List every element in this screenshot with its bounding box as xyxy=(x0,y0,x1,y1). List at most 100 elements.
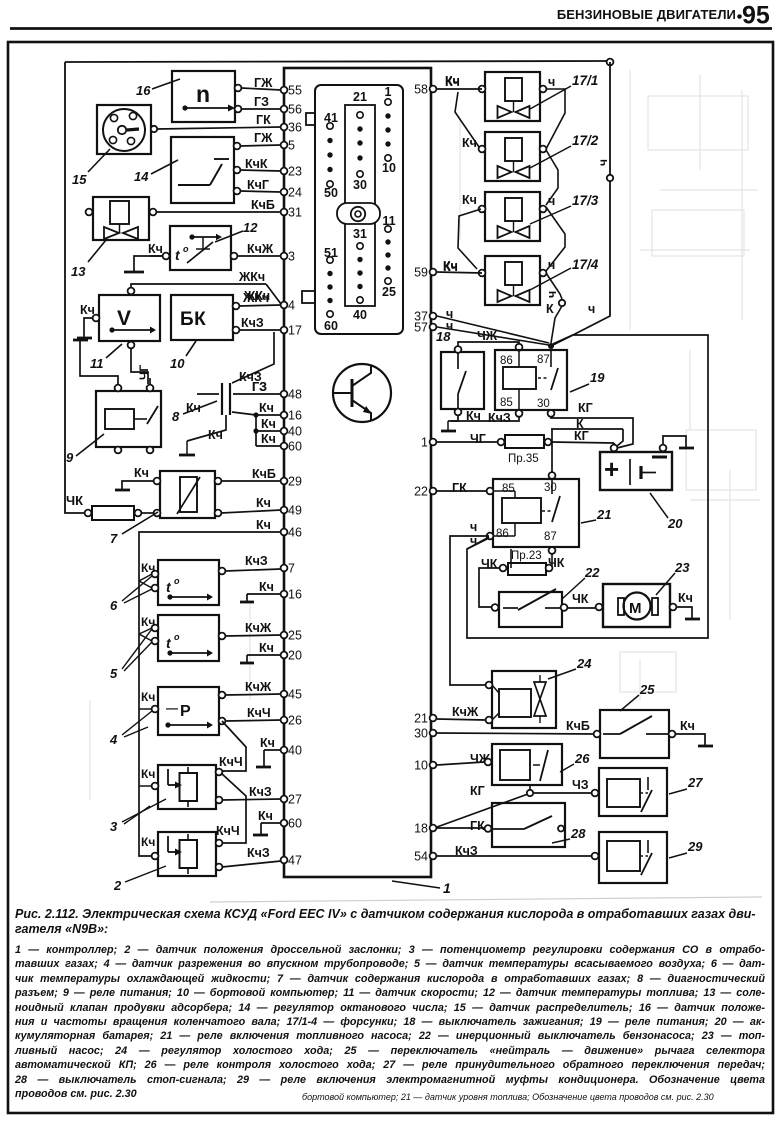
svg-text:Пр.35: Пр.35 xyxy=(508,453,539,465)
svg-text:5: 5 xyxy=(110,666,118,681)
svg-text:Кч: Кч xyxy=(134,466,149,480)
svg-text:23: 23 xyxy=(288,165,302,179)
svg-text:ГЗ: ГЗ xyxy=(252,380,267,394)
svg-text:85: 85 xyxy=(502,483,515,495)
svg-text:1: 1 xyxy=(385,85,392,99)
svg-text:95: 95 xyxy=(742,2,770,30)
svg-text:o: o xyxy=(174,576,180,586)
svg-text:ЧЗ: ЧЗ xyxy=(572,778,589,792)
svg-text:45: 45 xyxy=(288,688,302,702)
svg-text:20: 20 xyxy=(288,649,302,663)
svg-text:28: 28 xyxy=(570,826,586,841)
svg-text:К: К xyxy=(576,417,584,431)
svg-text:25: 25 xyxy=(382,285,396,299)
svg-text:49: 49 xyxy=(288,504,302,518)
svg-text:ч: ч xyxy=(596,159,610,166)
svg-text:24: 24 xyxy=(288,186,302,200)
svg-text:40: 40 xyxy=(288,425,302,439)
svg-text:n: n xyxy=(196,81,210,107)
svg-text:ГК: ГК xyxy=(452,481,467,495)
svg-text:КчЗ: КчЗ xyxy=(239,370,262,384)
svg-text:4: 4 xyxy=(109,732,118,747)
svg-text:Кч: Кч xyxy=(80,303,95,317)
svg-text:Пр.23: Пр.23 xyxy=(511,550,542,562)
svg-text:М: М xyxy=(629,600,642,617)
svg-text:13: 13 xyxy=(71,264,86,279)
svg-text:24: 24 xyxy=(576,656,592,671)
svg-text:ч: ч xyxy=(470,520,477,534)
svg-text:27: 27 xyxy=(687,775,703,790)
svg-text:ЧГ: ЧГ xyxy=(470,432,486,446)
svg-text:15: 15 xyxy=(72,172,87,187)
svg-text:Кч: Кч xyxy=(466,409,481,423)
svg-text:Кч: Кч xyxy=(141,767,155,781)
svg-text:ЖКч: ЖКч xyxy=(243,289,270,303)
svg-text:Кч: Кч xyxy=(256,518,271,532)
svg-text:ГЗ: ГЗ xyxy=(252,380,267,394)
svg-text:КчЖ: КчЖ xyxy=(247,242,274,256)
svg-text:ч: ч xyxy=(548,194,555,208)
svg-text:31: 31 xyxy=(353,227,367,241)
svg-text:КчБ: КчБ xyxy=(251,198,275,212)
svg-text:46: 46 xyxy=(288,526,302,540)
svg-text:ЖКч: ЖКч xyxy=(242,291,269,305)
svg-text:Кч: Кч xyxy=(256,496,271,510)
svg-text:25: 25 xyxy=(639,682,655,697)
svg-text:10: 10 xyxy=(170,356,185,371)
svg-text:29: 29 xyxy=(687,839,703,854)
svg-text:БК: БК xyxy=(180,309,206,330)
svg-text:55: 55 xyxy=(288,84,302,98)
svg-text:КчЧ: КчЧ xyxy=(219,755,243,769)
svg-text:40: 40 xyxy=(288,744,302,758)
svg-text:ЧК: ЧК xyxy=(572,592,589,606)
svg-text:КчЧ: КчЧ xyxy=(216,824,240,838)
svg-text:10: 10 xyxy=(414,759,428,773)
svg-text:50: 50 xyxy=(324,186,338,200)
svg-text:30: 30 xyxy=(537,398,550,410)
svg-text:87: 87 xyxy=(537,354,550,366)
svg-text:Кч: Кч xyxy=(259,641,274,655)
svg-text:КчЗ: КчЗ xyxy=(455,844,478,858)
svg-text:37: 37 xyxy=(414,310,428,324)
svg-text:КчЗ: КчЗ xyxy=(488,411,511,425)
svg-text:Кч: Кч xyxy=(261,417,276,431)
svg-text:ГЖ: ГЖ xyxy=(254,76,273,90)
svg-text:P: P xyxy=(180,703,191,720)
svg-text:Кч: Кч xyxy=(462,193,477,207)
svg-text:5: 5 xyxy=(288,139,295,153)
svg-text:31: 31 xyxy=(288,206,302,220)
svg-text:ГК: ГК xyxy=(256,113,271,127)
svg-text:Кч: Кч xyxy=(261,432,276,446)
svg-text:26: 26 xyxy=(574,751,590,766)
svg-text:48: 48 xyxy=(288,388,302,402)
svg-text:30: 30 xyxy=(544,482,557,494)
svg-text:Кч: Кч xyxy=(141,835,155,849)
svg-text:Кч: Кч xyxy=(443,259,458,273)
svg-text:51: 51 xyxy=(324,246,338,260)
svg-text:КчЗ: КчЗ xyxy=(249,785,272,799)
svg-text:23: 23 xyxy=(674,560,690,575)
svg-text:58: 58 xyxy=(414,83,428,97)
svg-text:ЧК: ЧК xyxy=(548,556,565,570)
svg-text:12: 12 xyxy=(243,220,258,235)
svg-text:47: 47 xyxy=(288,854,302,868)
svg-text:14: 14 xyxy=(134,169,149,184)
svg-text:ЧГ: ЧГ xyxy=(137,365,151,380)
svg-text:17/4: 17/4 xyxy=(572,257,599,272)
svg-text:11: 11 xyxy=(90,356,104,371)
svg-text:6: 6 xyxy=(110,598,118,613)
svg-text:25: 25 xyxy=(288,629,302,643)
svg-text:Кч: Кч xyxy=(141,690,155,704)
svg-text:Кч: Кч xyxy=(260,736,275,750)
svg-text:ЧК: ЧК xyxy=(481,557,498,571)
svg-text:22: 22 xyxy=(584,565,600,580)
svg-text:ЧК: ЧК xyxy=(66,493,83,508)
svg-text:3: 3 xyxy=(288,250,295,264)
svg-text:Кч: Кч xyxy=(259,401,274,415)
svg-text:V: V xyxy=(117,307,131,330)
svg-text:Кч: Кч xyxy=(258,809,273,823)
svg-text:56: 56 xyxy=(288,103,302,117)
svg-text:o: o xyxy=(174,632,180,642)
svg-text:ГК: ГК xyxy=(470,819,485,833)
svg-text:ч: ч xyxy=(548,75,555,89)
